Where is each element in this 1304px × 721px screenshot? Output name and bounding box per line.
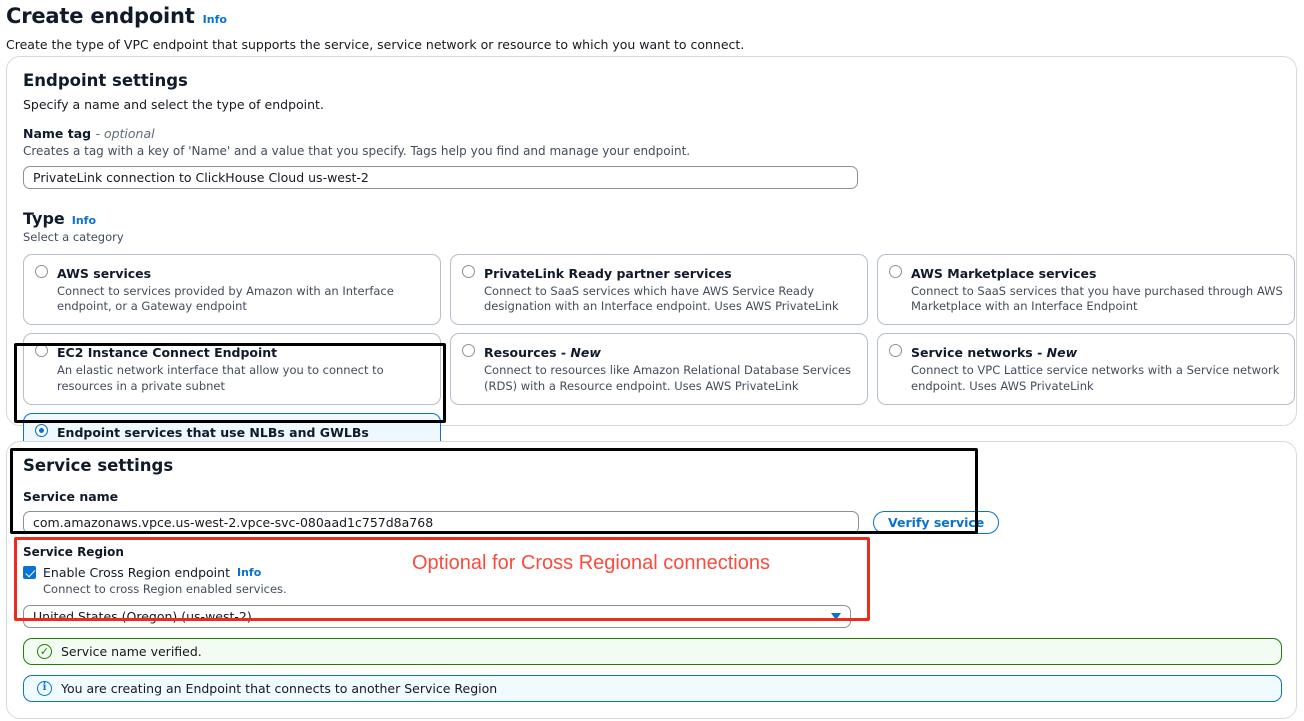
alert-text: You are creating an Endpoint that connec… xyxy=(61,680,498,696)
type-option-name: Service networks - New xyxy=(911,345,1078,361)
service-name-verified-alert: ✓ Service name verified. xyxy=(23,637,1282,665)
page-title-row: Create endpoint Info xyxy=(6,4,1304,29)
service-settings-card: Service settings Service name com.amazon… xyxy=(6,441,1297,719)
page-title: Create endpoint xyxy=(6,4,195,28)
endpoint-settings-subtitle: Specify a name and select the type of en… xyxy=(23,96,324,112)
type-option-description: Connect to VPC Lattice service networks … xyxy=(911,363,1280,394)
service-region-selected-value: United States (Oregon) (us-west-2) xyxy=(33,608,252,624)
cross-region-info-link[interactable]: Info xyxy=(236,565,262,579)
type-options-grid: AWS services Connect to services provide… xyxy=(23,253,1295,517)
service-name-input[interactable]: com.amazonaws.vpce.us-west-2.vpce-svc-08… xyxy=(23,510,859,534)
endpoint-settings-title: Endpoint settings xyxy=(23,71,188,90)
check-circle-icon: ✓ xyxy=(37,643,52,659)
radio-icon[interactable] xyxy=(889,344,902,358)
service-name-row: com.amazonaws.vpce.us-west-2.vpce-svc-08… xyxy=(23,504,1280,534)
new-badge: New xyxy=(1046,345,1078,361)
page-info-link[interactable]: Info xyxy=(202,13,227,26)
type-option-name: PrivateLink Ready partner services xyxy=(484,265,732,281)
name-tag-optional-suffix: - optional xyxy=(95,125,155,141)
type-option-name: EC2 Instance Connect Endpoint xyxy=(57,345,278,361)
type-option-aws-services[interactable]: AWS services Connect to services provide… xyxy=(23,253,441,326)
type-option-description: Connect to resources like Amazon Relatio… xyxy=(484,363,852,394)
name-tag-label-text: Name tag xyxy=(23,125,92,141)
page-subtitle: Create the type of VPC endpoint that sup… xyxy=(6,37,745,53)
name-tag-label: Name tag - optional xyxy=(23,126,1280,141)
chevron-down-icon[interactable] xyxy=(831,612,841,620)
type-option-description: An elastic network interface that allow … xyxy=(57,363,384,394)
type-option-name: AWS Marketplace services xyxy=(911,265,1097,281)
alert-text: Service name verified. xyxy=(61,643,202,659)
page-header: Create endpoint Info Create the type of … xyxy=(0,0,1304,54)
service-region-block: Service Region Enable Cross Region endpo… xyxy=(23,545,1280,628)
type-description: Select a category xyxy=(23,229,124,244)
radio-icon[interactable] xyxy=(889,264,902,278)
cross-region-info-alert: i You are creating an Endpoint that conn… xyxy=(23,674,1282,702)
type-option-aws-marketplace-services[interactable]: AWS Marketplace services Connect to SaaS… xyxy=(877,253,1295,326)
radio-icon[interactable] xyxy=(35,344,48,358)
service-settings-title: Service settings xyxy=(23,456,174,475)
type-option-description: Connect to SaaS services which have AWS … xyxy=(484,283,839,314)
type-option-privatelink-ready-partner-services[interactable]: PrivateLink Ready partner services Conne… xyxy=(450,253,868,326)
endpoint-settings-card: Endpoint settings Specify a name and sel… xyxy=(6,56,1297,517)
checkbox-icon-checked[interactable] xyxy=(23,565,36,579)
radio-icon[interactable] xyxy=(35,264,48,278)
type-option-resources[interactable]: Resources - New Connect to resources lik… xyxy=(450,333,868,406)
service-region-label: Service Region xyxy=(23,544,124,559)
type-option-name: AWS services xyxy=(57,265,152,281)
cross-region-checkbox-label: Enable Cross Region endpoint xyxy=(43,564,230,580)
type-option-service-networks[interactable]: Service networks - New Connect to VPC La… xyxy=(877,333,1295,406)
new-badge: New xyxy=(570,345,601,361)
verify-service-button[interactable]: Verify service xyxy=(873,510,1000,534)
info-circle-icon: i xyxy=(37,680,52,696)
radio-icon[interactable] xyxy=(462,264,475,278)
type-option-name: Endpoint services that use NLBs and GWLB… xyxy=(57,425,369,441)
type-option-name: Resources - New xyxy=(484,345,601,361)
type-option-description: Connect to services provided by Amazon w… xyxy=(57,283,394,314)
service-region-select[interactable]: United States (Oregon) (us-west-2) xyxy=(23,604,851,628)
type-option-description: Connect to SaaS services that you have p… xyxy=(911,283,1283,314)
type-header: Type Info xyxy=(23,209,1280,228)
type-info-link[interactable]: Info xyxy=(71,213,97,227)
name-tag-value: PrivateLink connection to ClickHouse Clo… xyxy=(33,169,369,185)
cross-region-checkbox-description: Connect to cross Region enabled services… xyxy=(43,581,287,596)
annotation-note-cross-region: Optional for Cross Regional connections xyxy=(412,552,770,574)
name-tag-description: Creates a tag with a key of 'Name' and a… xyxy=(23,143,691,158)
name-tag-input[interactable]: PrivateLink connection to ClickHouse Clo… xyxy=(23,165,858,189)
type-label: Type xyxy=(23,208,65,228)
type-option-ec2-instance-connect-endpoint[interactable]: EC2 Instance Connect Endpoint An elastic… xyxy=(23,333,441,406)
cross-region-checkbox-row[interactable]: Enable Cross Region endpoint Info xyxy=(23,565,1280,580)
radio-icon-selected[interactable] xyxy=(35,424,48,438)
radio-icon[interactable] xyxy=(462,344,475,358)
service-name-label: Service name xyxy=(23,488,119,504)
service-name-value: com.amazonaws.vpce.us-west-2.vpce-svc-08… xyxy=(33,514,434,530)
